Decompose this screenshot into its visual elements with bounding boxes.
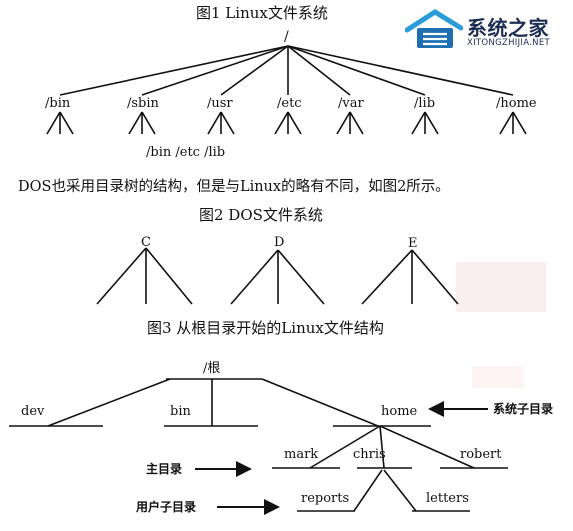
fig2-drive-e: E — [408, 236, 418, 251]
fig3-node-reports: reports — [301, 491, 350, 506]
fig3-root-node: /根 — [203, 361, 221, 376]
logo-url: XITONGZHIJIA.NET — [467, 38, 550, 48]
fig1-node-etc: /etc — [277, 96, 302, 111]
fig1-node-var: /var — [338, 96, 364, 111]
fig1-node-bin: /bin — [45, 96, 71, 111]
logo-name: 系统之家 — [467, 16, 549, 40]
fig1-node-sbin: /sbin — [127, 96, 159, 111]
fig3-annotation-arrows — [195, 401, 488, 515]
body-paragraph: DOS也采用目录树的结构，但是与Linux的略有不同，如图2所示。 — [18, 179, 450, 195]
fig2-title: 图2 DOS文件系统 — [199, 206, 323, 224]
fig1-root-node: / — [284, 29, 289, 45]
background-smudge — [456, 262, 546, 312]
fig3-node-home: home — [381, 404, 418, 419]
fig2-drive-c: C — [141, 235, 151, 250]
fig1-title: 图1 Linux文件系统 — [196, 4, 328, 22]
fig3-node-bin: bin — [170, 404, 191, 419]
fig1-root-edges — [59, 45, 514, 96]
fig3-tree — [9, 378, 508, 512]
fig1-node-usr: /usr — [207, 96, 233, 111]
annotation-user-subdir: 用户子目录 — [136, 500, 197, 514]
fig3-node-dev: dev — [21, 404, 45, 419]
fig3-title: 图3 从根目录开始的Linux文件结构 — [147, 319, 384, 337]
fig3-node-chris: chris — [353, 447, 386, 462]
fig1-sbin-children: /bin /etc /lib — [146, 145, 226, 160]
site-logo: 系统之家 XITONGZHIJIA.NET — [405, 8, 570, 52]
annotation-system-subdir: 系统子目录 — [493, 402, 554, 416]
background-smudge — [472, 366, 524, 388]
fig2-drive-d: D — [274, 235, 285, 250]
fig3-node-mark: mark — [284, 447, 319, 462]
fig3-node-robert: robert — [460, 447, 502, 462]
fig1-node-lib: /lib — [414, 96, 436, 111]
fig2-drive-trees — [96, 247, 459, 305]
annotation-home-dir: 主目录 — [146, 462, 183, 476]
fig1-node-home: /home — [496, 96, 537, 111]
house-logo-icon — [405, 9, 463, 48]
fig1-subtrees — [46, 111, 527, 135]
fig3-node-letters: letters — [426, 491, 469, 506]
